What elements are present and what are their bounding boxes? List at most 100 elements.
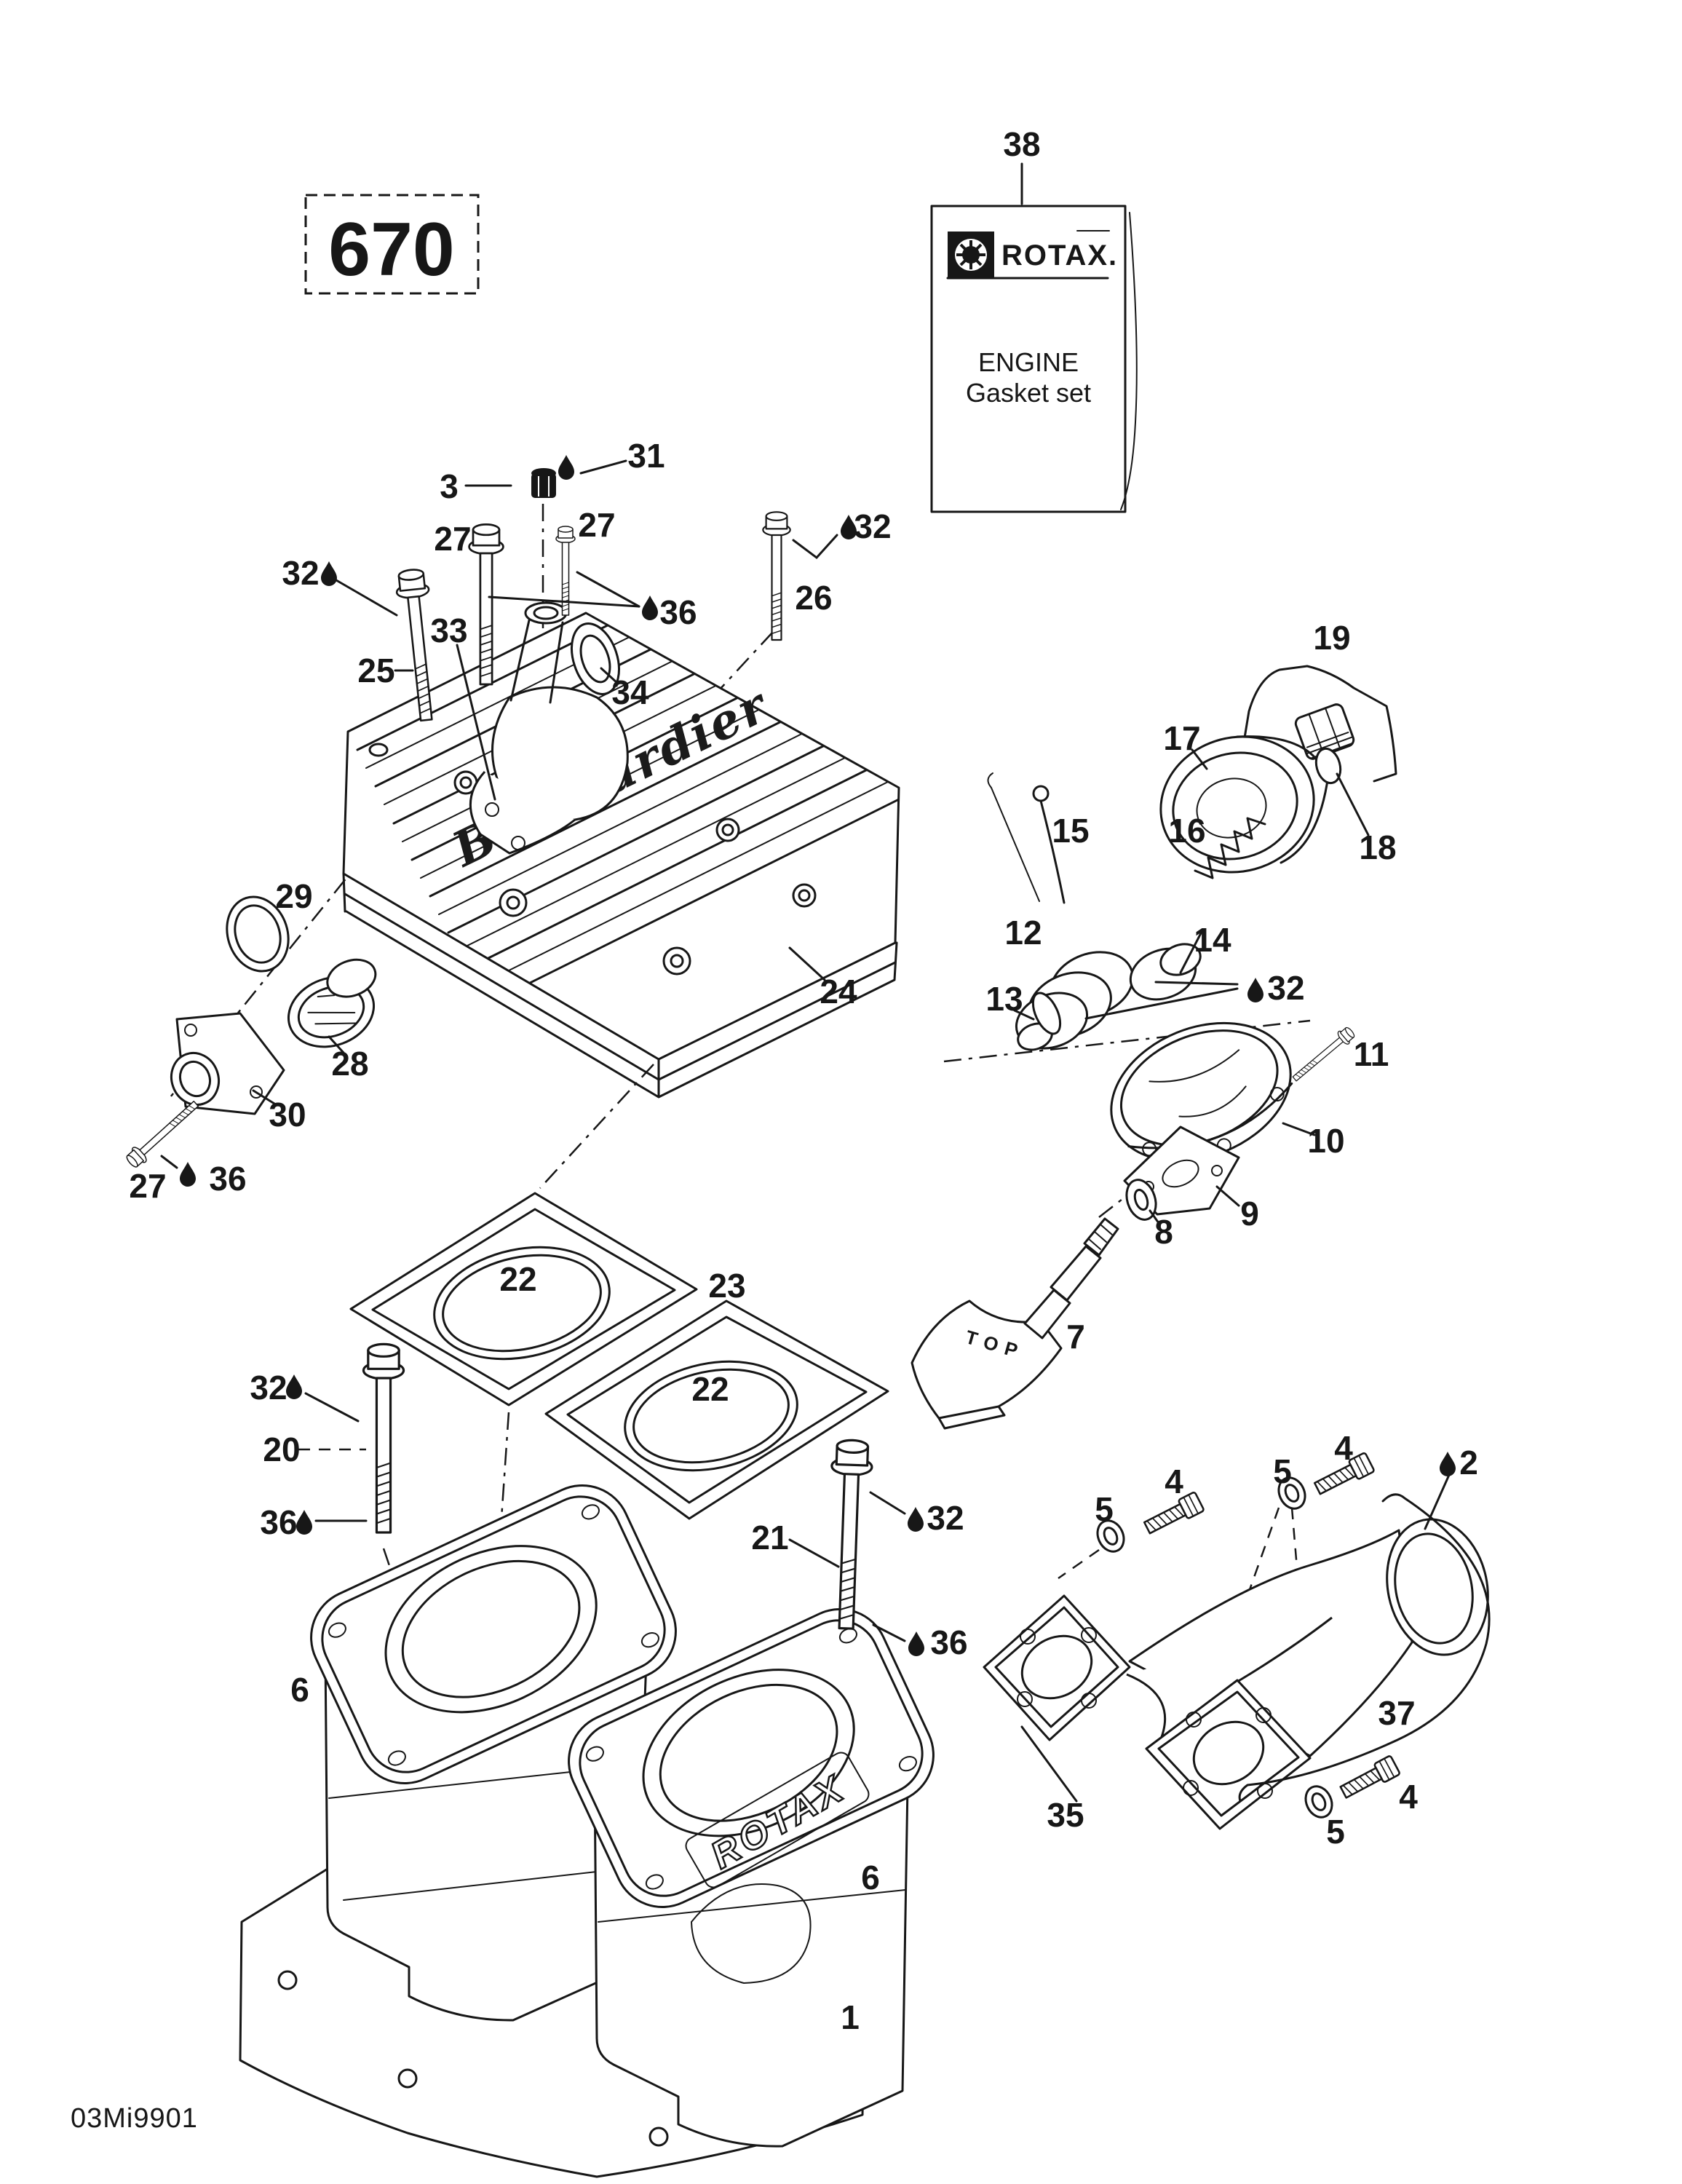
seal-13 <box>1031 992 1062 1035</box>
callout-3: 3 <box>440 467 459 505</box>
callout-32: 32 <box>854 507 891 545</box>
callout-34: 34 <box>611 673 649 711</box>
sealant-drop-icon <box>642 596 658 620</box>
callout-20: 20 <box>263 1431 300 1468</box>
callout-7: 7 <box>1066 1318 1085 1356</box>
pump-cover-10 <box>1110 1021 1293 1163</box>
callout-27: 27 <box>434 520 471 558</box>
callout-28: 28 <box>331 1045 368 1083</box>
sealant-drop-icon <box>908 1507 924 1532</box>
pump-bolt-11 <box>1289 1024 1357 1085</box>
callout-32: 32 <box>927 1499 964 1537</box>
sealant-drop-icon <box>908 1631 924 1656</box>
callout-25: 25 <box>357 652 394 689</box>
callout-29: 29 <box>275 877 312 915</box>
callout-9: 9 <box>1240 1195 1259 1233</box>
callout-36: 36 <box>930 1623 967 1661</box>
sealant-drop-icon <box>296 1510 312 1535</box>
cap-nut-3 <box>531 468 556 498</box>
sealant-drop-icon <box>1440 1452 1456 1476</box>
sealant-drop-icon <box>180 1162 196 1187</box>
callout-30: 30 <box>269 1096 306 1133</box>
thermostat-elbow <box>469 601 629 855</box>
wire-pin-15 <box>987 772 1066 904</box>
kit-line2: Gasket set <box>966 378 1091 408</box>
callout-16: 16 <box>1168 812 1205 850</box>
sealant-drop-icon <box>321 561 337 586</box>
head-bolt-26 <box>762 511 791 641</box>
callout-27: 27 <box>129 1167 166 1205</box>
head-gasket-rear <box>544 1299 889 1520</box>
callout-10: 10 <box>1307 1122 1344 1160</box>
exhaust-flange-front <box>983 1594 1131 1741</box>
callout-5: 5 <box>1326 1813 1345 1851</box>
callout-36: 36 <box>659 593 697 631</box>
callout-27: 27 <box>578 506 615 544</box>
cylinder-head-cover: Bombardier <box>342 612 900 1099</box>
callout-4: 4 <box>1165 1463 1183 1500</box>
model-label: 670 <box>328 207 455 292</box>
callout-17: 17 <box>1163 719 1200 757</box>
cylinder-bolt-20 <box>362 1342 405 1534</box>
exhaust-manifold-35 <box>983 1493 1491 1830</box>
callout-19: 19 <box>1313 619 1350 657</box>
housing-bolt-27 <box>123 1096 203 1171</box>
washer-8 <box>1125 1179 1157 1221</box>
callout-32: 32 <box>1267 969 1304 1007</box>
callout-33: 33 <box>430 612 467 649</box>
callout-22: 22 <box>499 1260 536 1298</box>
callout-22: 22 <box>691 1370 729 1408</box>
kit-brand-label: ROTAX. <box>1001 240 1118 272</box>
callout-14: 14 <box>1194 921 1231 959</box>
spring-16 <box>1194 817 1266 879</box>
sealant-drop-icon <box>286 1374 302 1399</box>
manifold-bolt-4-rear <box>1337 1754 1402 1803</box>
callout-5: 5 <box>1095 1490 1114 1528</box>
callout-4: 4 <box>1399 1778 1418 1816</box>
sealant-drop-icon <box>558 455 574 480</box>
head-gasket-front <box>349 1192 698 1406</box>
callout-1: 1 <box>841 1998 860 2036</box>
callout-12: 12 <box>1004 914 1042 951</box>
callout-6: 6 <box>861 1859 880 1896</box>
kit-line1: ENGINE <box>978 347 1079 377</box>
callout-24: 24 <box>820 973 857 1010</box>
model-box: 670 <box>304 194 480 295</box>
footer-document-code: 03Mi9901 <box>71 2103 198 2134</box>
callout-36: 36 <box>209 1160 246 1198</box>
cylinder-left <box>310 1484 677 2022</box>
cylinder-bolt-21 <box>825 1438 874 1631</box>
bellows-seal-12 <box>1015 951 1134 1051</box>
callout-32: 32 <box>250 1369 287 1406</box>
leader-lines <box>160 459 1451 1803</box>
callout-15: 15 <box>1052 812 1089 850</box>
sealant-drop-icon <box>1247 978 1264 1002</box>
callout-35: 35 <box>1047 1796 1084 1834</box>
callout-6: 6 <box>290 1671 309 1709</box>
pump-shaft-7: TOP <box>911 1217 1119 1430</box>
callout-23: 23 <box>708 1267 745 1305</box>
callout-37: 37 <box>1378 1694 1415 1732</box>
exhaust-flange-rear <box>1145 1679 1312 1830</box>
callout-36: 36 <box>260 1503 297 1541</box>
exhaust-outlet-2 <box>1386 1518 1489 1656</box>
callout-5: 5 <box>1273 1452 1292 1490</box>
callout-32: 32 <box>282 554 319 592</box>
callout-31: 31 <box>627 437 665 475</box>
retainer-wire-37 <box>1238 1493 1491 1803</box>
callout-26: 26 <box>795 579 832 617</box>
o-ring-29 <box>226 895 290 973</box>
rotax-logo: ROTAX. <box>946 230 1118 280</box>
diaphragm-cup-17 <box>1159 735 1342 874</box>
callout-38: 38 <box>1003 125 1040 163</box>
gasket-kit-box: ROTAX. ENGINE Gasket set <box>930 162 1138 513</box>
thermostat-housing-30 <box>170 1012 285 1115</box>
callout-8: 8 <box>1154 1213 1173 1251</box>
callout-18: 18 <box>1359 828 1396 866</box>
thermostat-28 <box>287 958 377 1048</box>
retainer-clip-19 <box>1237 665 1397 783</box>
callout-11: 11 <box>1354 1035 1389 1073</box>
